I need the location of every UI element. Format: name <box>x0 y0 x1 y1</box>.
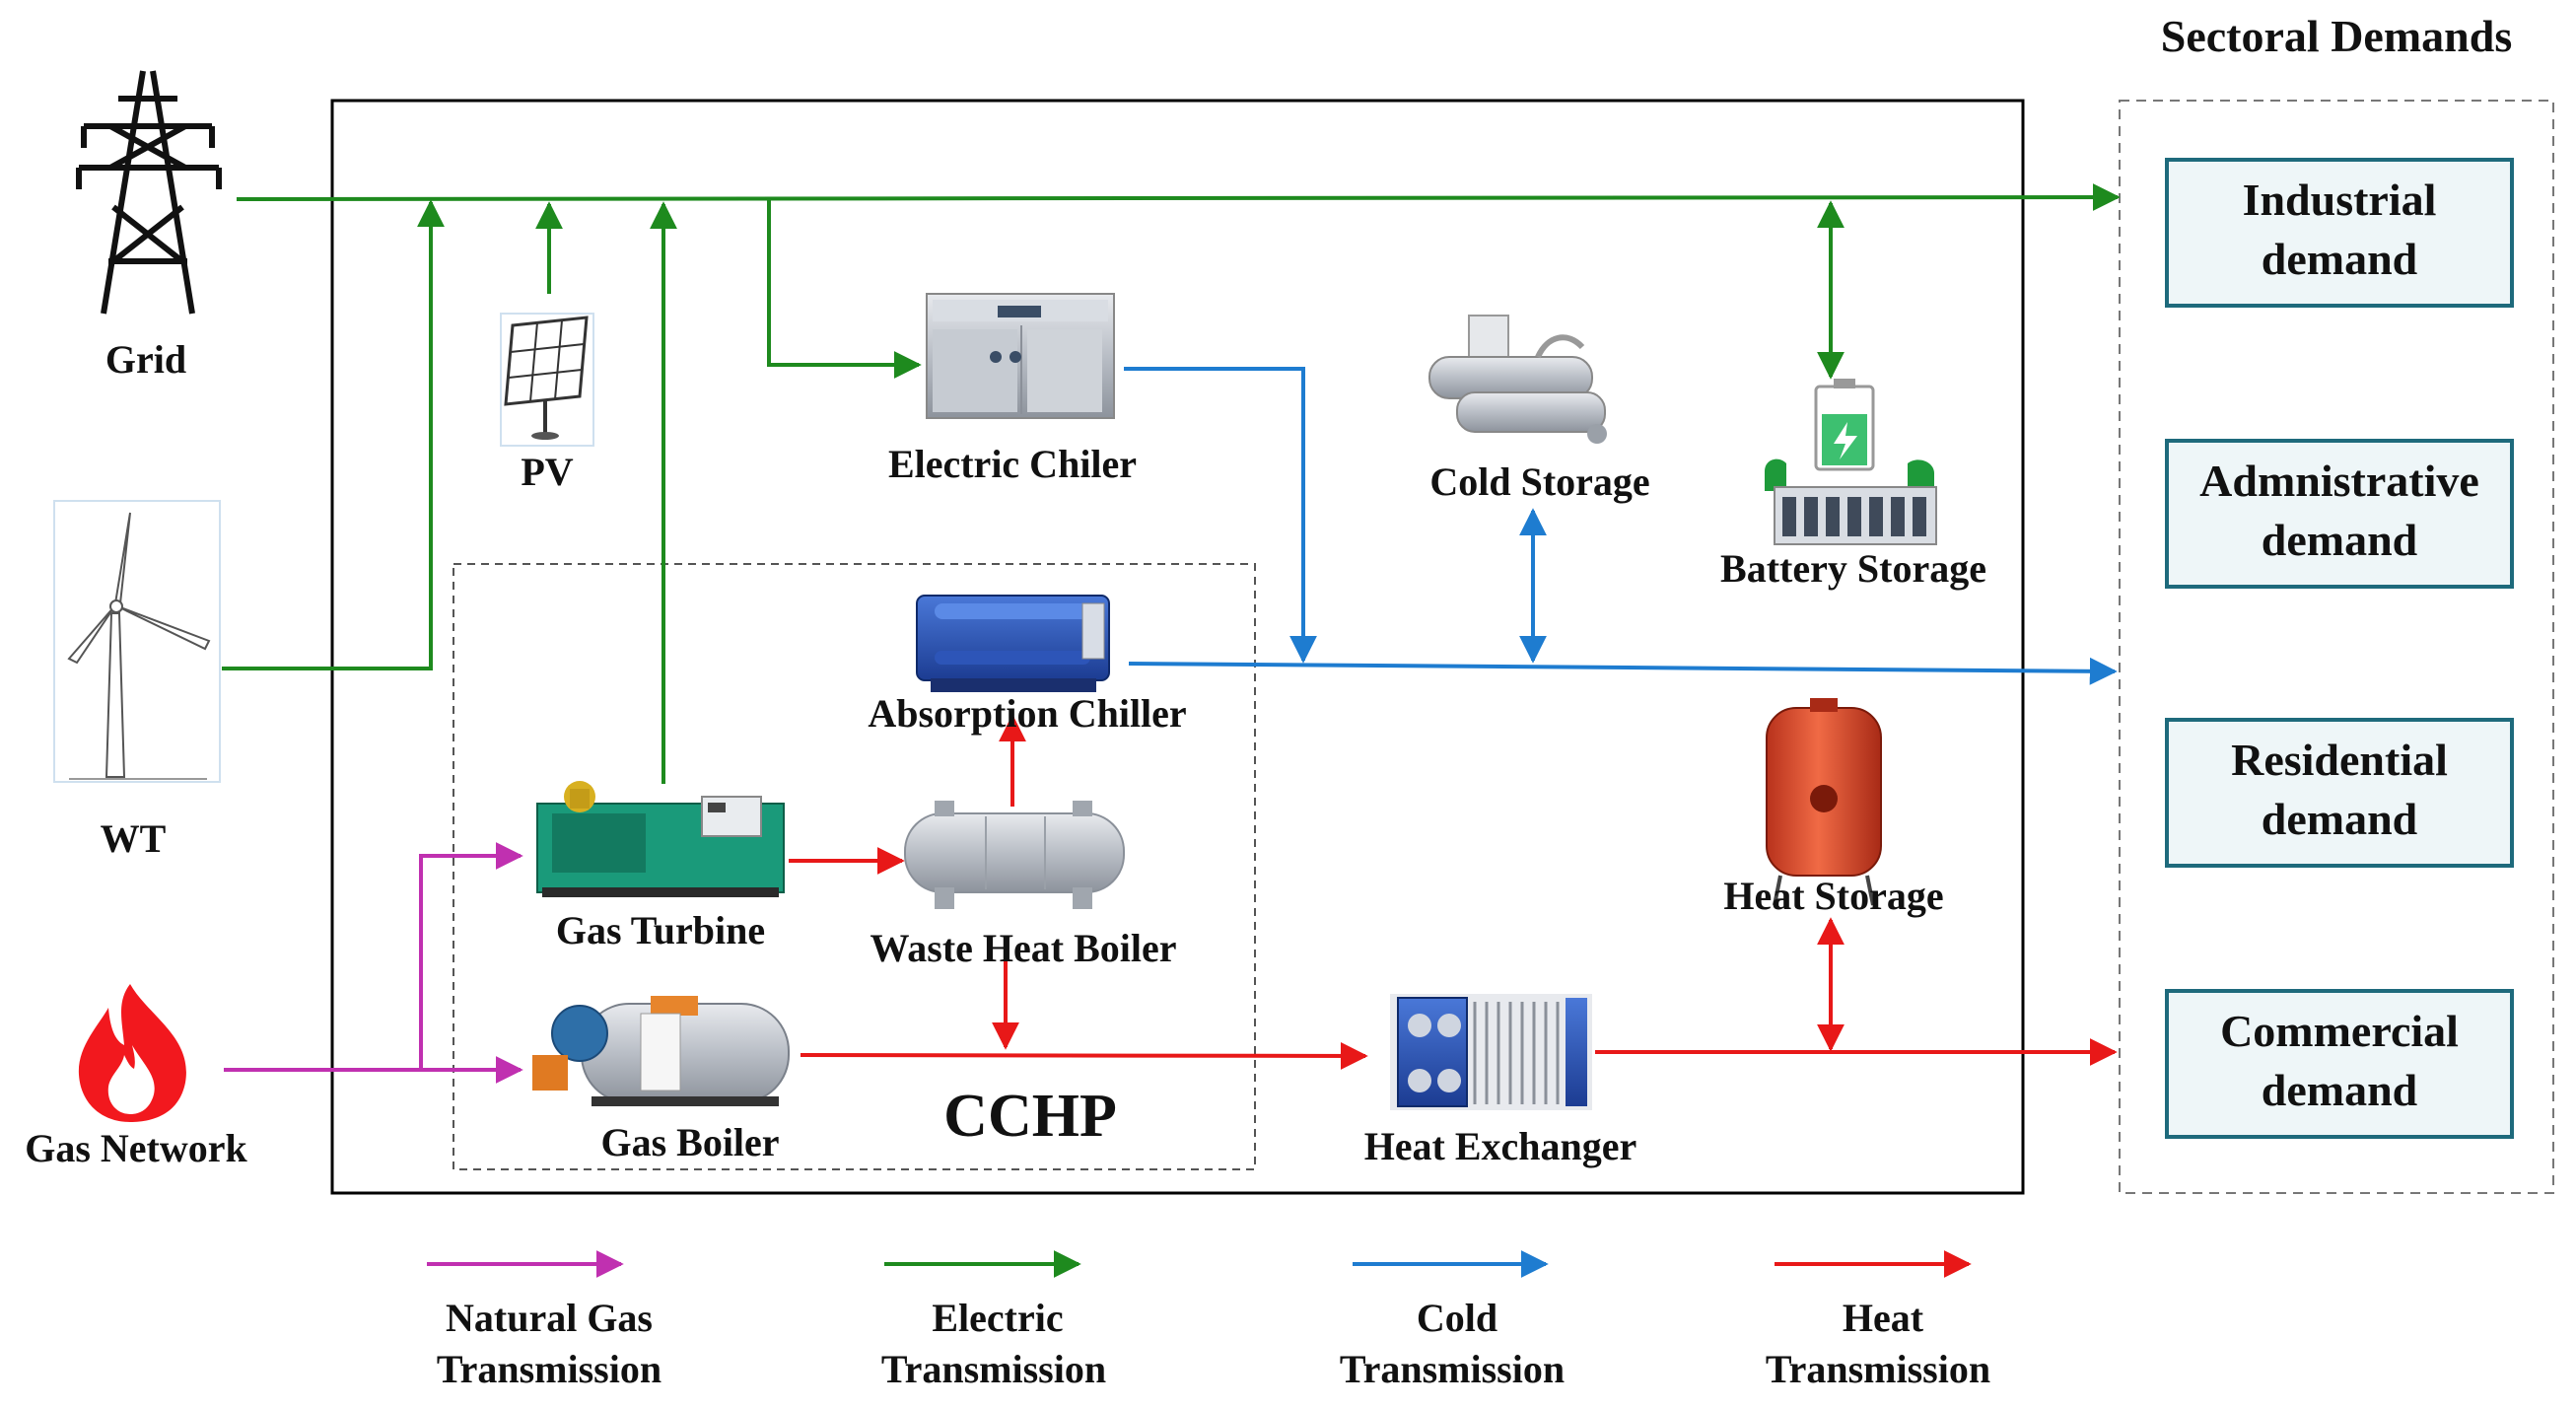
demand-commercial-line2: demand <box>2262 1065 2418 1115</box>
pv-label: PV <box>521 450 573 494</box>
wind-turbine-icon <box>53 500 221 783</box>
gas-turbine-label: Gas Turbine <box>556 908 765 952</box>
grid-label: Grid <box>105 337 186 382</box>
electric-chiler-label: Electric Chiler <box>888 442 1137 486</box>
battery-storage-label: Battery Storage <box>1720 546 1986 591</box>
electric-chiller-icon <box>926 293 1115 419</box>
legend-heat: Heat Transmission <box>1766 1250 1990 1391</box>
legend-gas-line1: Natural Gas <box>446 1296 653 1340</box>
heat-storage-tank-icon <box>1766 698 1882 906</box>
cold-flows <box>1124 367 2118 685</box>
absorption-chiller-icon <box>916 595 1110 692</box>
legend: Natural Gas Transmission Electric Transm… <box>427 1250 1990 1391</box>
demand-residential: Residential demand <box>2165 718 2514 868</box>
demand-residential-line2: demand <box>2262 794 2418 844</box>
demand-administrative-line2: demand <box>2262 515 2418 565</box>
demand-administrative: Admnistrative demand <box>2165 439 2514 589</box>
heat-exchanger-label: Heat Exchanger <box>1364 1124 1637 1168</box>
heat-exchanger-icon <box>1390 994 1592 1110</box>
cchp-frame <box>453 563 1256 1170</box>
legend-cold-line2: Transmission <box>1340 1347 1565 1391</box>
demands-frame <box>2119 100 2554 1194</box>
legend-gas: Natural Gas Transmission <box>427 1250 661 1391</box>
demand-industrial-line1: Industrial <box>2243 175 2437 225</box>
solar-panel-icon <box>500 313 594 447</box>
legend-electric-line1: Electric <box>932 1296 1063 1340</box>
demand-industrial-line2: demand <box>2262 234 2418 284</box>
demand-residential-line1: Residential <box>2231 735 2448 785</box>
sectoral-demands-title: Sectoral Demands <box>2161 11 2512 61</box>
battery-storage-icon <box>1765 379 1937 545</box>
cold-storage-label: Cold Storage <box>1429 459 1649 504</box>
flame-icon <box>78 984 186 1122</box>
legend-cold-line1: Cold <box>1417 1296 1497 1340</box>
waste-heat-boiler-icon <box>904 801 1125 909</box>
demand-commercial: Commercial demand <box>2165 989 2514 1139</box>
legend-gas-line2: Transmission <box>437 1347 661 1391</box>
gas-boiler-label: Gas Boiler <box>600 1120 779 1164</box>
waste-heat-boiler-label: Waste Heat Boiler <box>870 926 1176 970</box>
gas-turbine-icon <box>536 781 785 897</box>
gas-flows <box>224 842 523 1084</box>
legend-cold: Cold Transmission <box>1340 1250 1565 1391</box>
demand-commercial-line1: Commercial <box>2220 1006 2459 1056</box>
legend-electric: Electric Transmission <box>881 1250 1106 1391</box>
electric-flows <box>222 183 2121 784</box>
heat-storage-label: Heat Storage <box>1723 874 1943 918</box>
gas-boiler-icon <box>532 996 790 1106</box>
absorption-chiller-label: Absorption Chiller <box>868 691 1186 736</box>
transmission-tower-icon <box>76 70 222 315</box>
system-frame <box>330 99 2025 1195</box>
demand-industrial: Industrial demand <box>2165 158 2514 308</box>
demand-administrative-line1: Admnistrative <box>2199 456 2479 506</box>
heat-flows <box>789 714 2118 1070</box>
gas-network-label: Gas Network <box>25 1126 247 1170</box>
legend-heat-line2: Transmission <box>1766 1347 1990 1391</box>
legend-electric-line2: Transmission <box>881 1347 1106 1391</box>
cchp-label: CCHP <box>943 1083 1117 1150</box>
wt-label: WT <box>101 816 167 861</box>
legend-heat-line1: Heat <box>1843 1296 1924 1340</box>
cold-storage-icon <box>1428 314 1617 444</box>
